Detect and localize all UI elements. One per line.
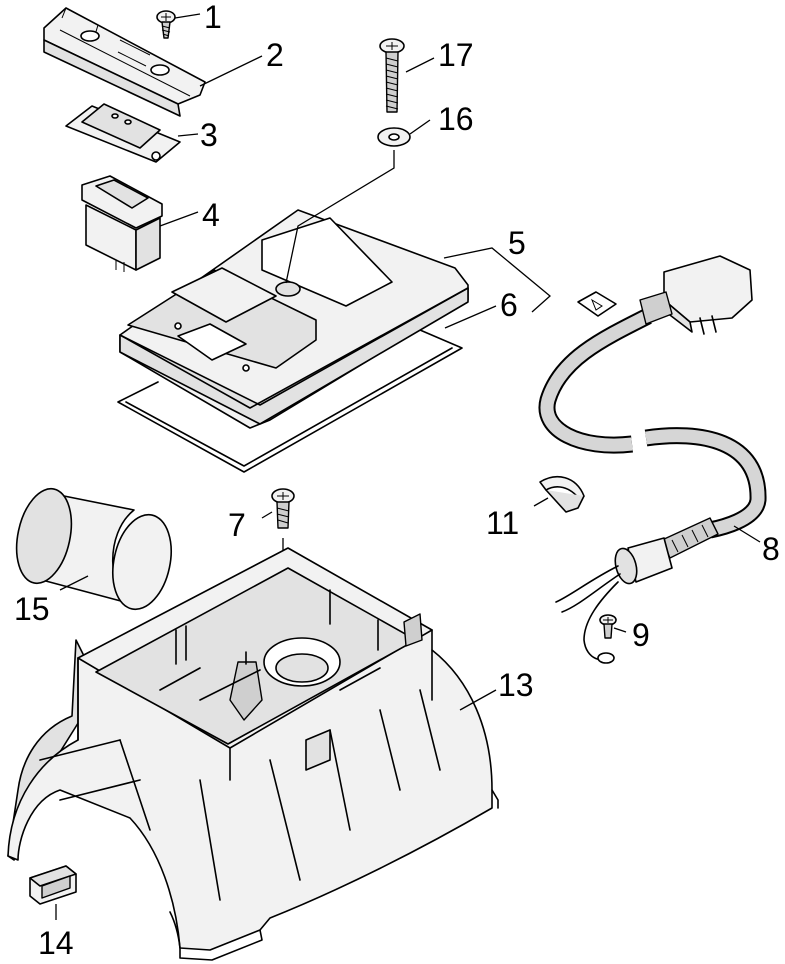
callout-5: 5	[508, 225, 526, 261]
callout-17: 17	[438, 37, 474, 73]
part-top-cover	[119, 209, 469, 429]
part-gasket	[117, 329, 463, 473]
part-base-housing	[7, 547, 499, 961]
callout-4: 4	[202, 197, 220, 233]
part-capacitor	[15, 487, 172, 611]
callout-1: 1	[204, 0, 222, 35]
part-screw-7	[271, 488, 295, 529]
part-washer	[377, 127, 411, 147]
callout-13: 13	[498, 667, 534, 703]
part-cable-clip	[539, 475, 585, 513]
part-power-cord	[538, 255, 767, 664]
leader-lines	[55, 13, 761, 920]
part-long-screw	[379, 38, 405, 113]
callout-3: 3	[200, 117, 218, 153]
part-switch-cover	[43, 7, 206, 117]
part-clip	[29, 865, 77, 905]
part-screw-1	[156, 10, 176, 39]
callout-15: 15	[14, 591, 50, 627]
callout-11: 11	[486, 505, 519, 541]
callout-2: 2	[266, 37, 284, 73]
callout-7: 7	[228, 507, 246, 543]
part-switch-plate	[65, 103, 181, 163]
callout-8: 8	[762, 531, 780, 567]
part-rocker-switch	[81, 175, 163, 272]
callout-9: 9	[632, 617, 650, 653]
callout-16: 16	[438, 101, 474, 137]
callout-14: 14	[38, 925, 74, 961]
callout-6: 6	[500, 287, 518, 323]
callout-numbers: 1 2 3 4 5 6 7 8 9 11 13 14 15 16 17	[14, 0, 780, 961]
part-screw-9	[599, 614, 617, 639]
